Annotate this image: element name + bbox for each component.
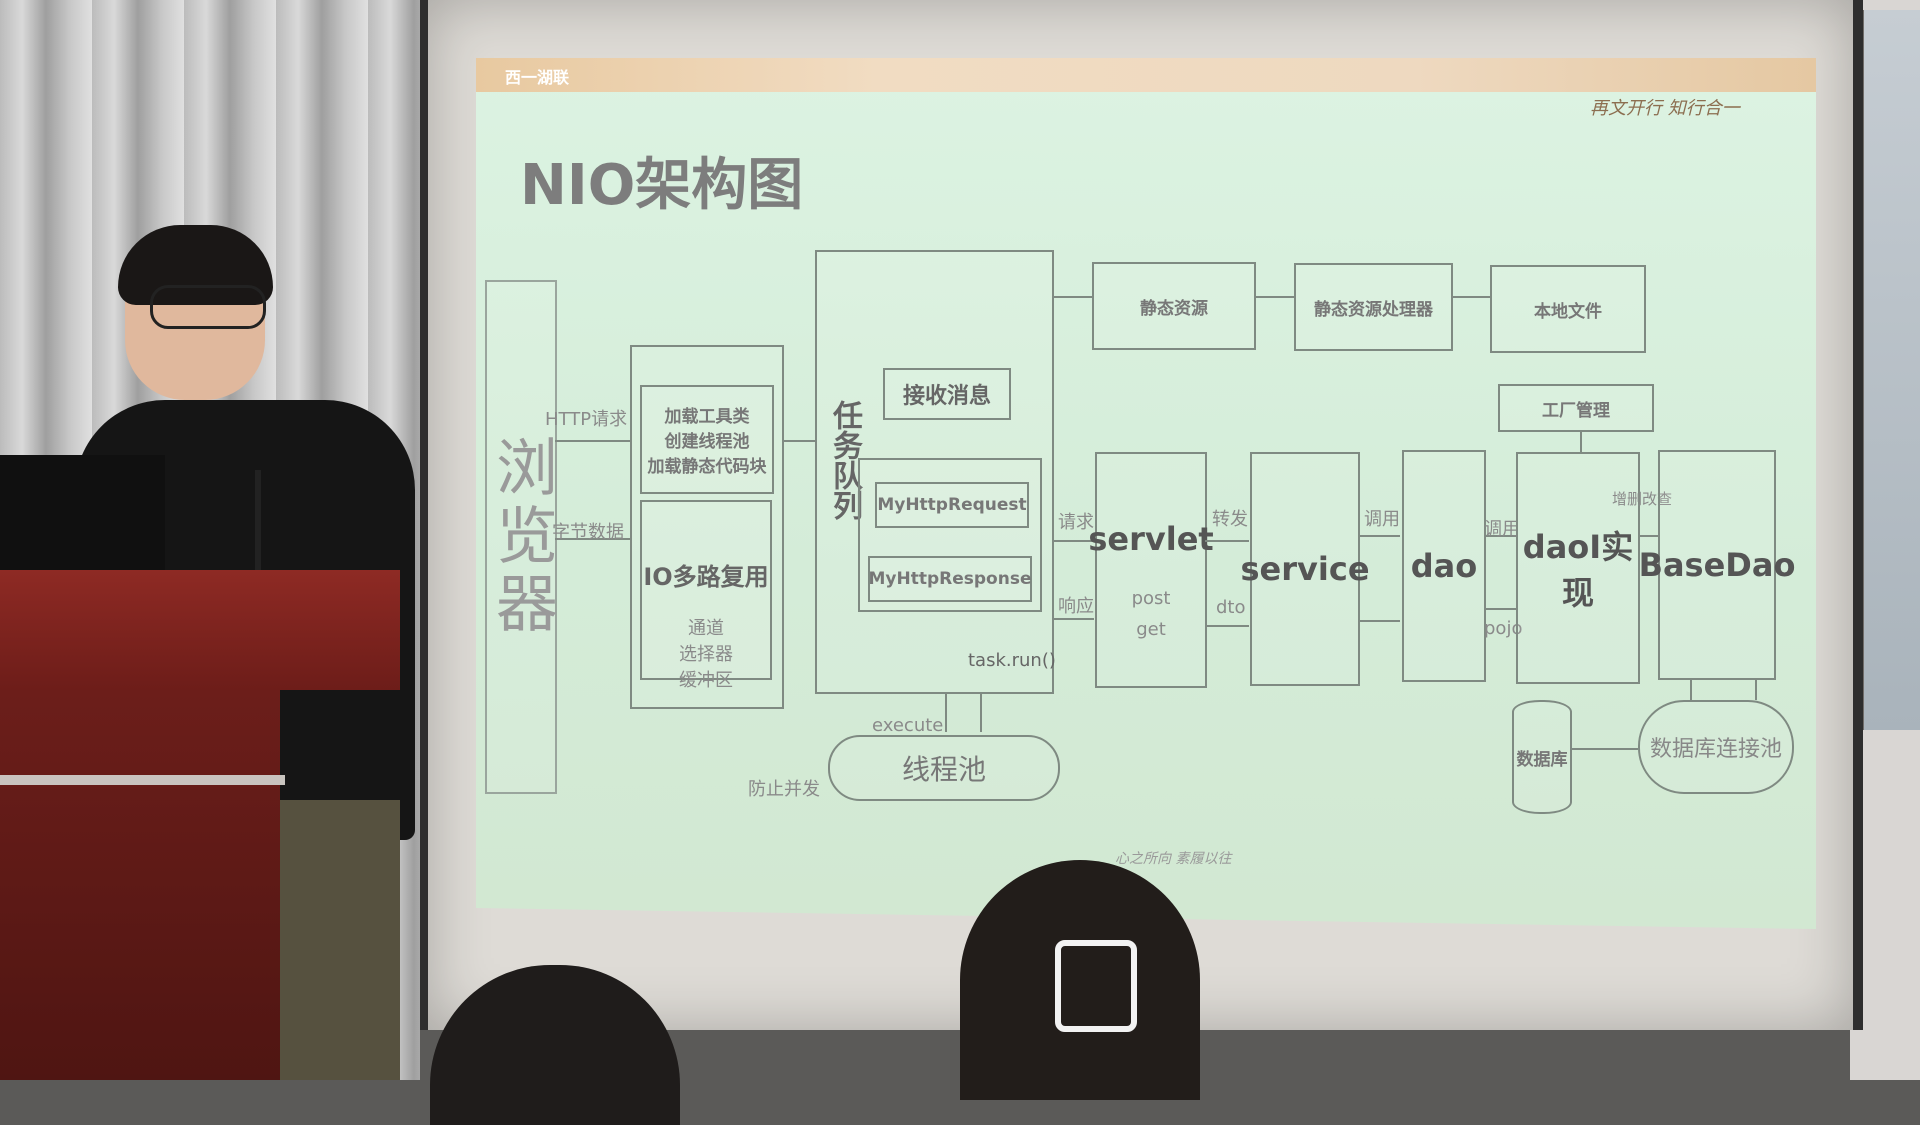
connection-pool-label: 数据库连接池: [1649, 737, 1782, 762]
factory-manage-box: 工厂管理: [1498, 384, 1654, 432]
servlet-method-post: post: [1131, 588, 1171, 609]
arrow-factory: [1580, 430, 1582, 452]
prevent-concurrency-label: 防止并发: [748, 779, 820, 800]
arrow-byte-data-label: 字节数据: [552, 522, 624, 543]
slide-footer-note: 心之所向 素履以往: [1115, 851, 1232, 867]
my-http-response-box: MyHttpResponse: [868, 556, 1032, 602]
podium-body: [0, 690, 280, 1080]
arrow-static-1: [1052, 296, 1092, 298]
slide-title: NIO架构图: [520, 153, 804, 218]
hair-clip: [1055, 940, 1137, 1032]
arrow-return: [980, 692, 982, 732]
arrow-pojo: [1484, 608, 1516, 610]
arrow-pool-up-1: [1690, 678, 1692, 700]
arrow-forward: [1205, 540, 1249, 542]
arrow-forward-label: 转发: [1212, 509, 1248, 530]
servlet-box: servlet post get: [1088, 452, 1214, 688]
io-mux-part-selector: 选择器: [679, 644, 733, 665]
init-line-3: 加载静态代码块: [647, 457, 767, 477]
service-box: service: [1240, 452, 1370, 686]
init-box: 加载工具类 创建线程池 加载静态代码块: [640, 385, 774, 494]
slide-header-bar: [476, 58, 1816, 92]
arrow-request-label: 请求: [1058, 512, 1094, 533]
my-http-request-box: MyHttpRequest: [875, 482, 1029, 528]
arrow-pool-to-db: [1570, 748, 1638, 750]
io-mux-box: IO多路复用 通道 选择器 缓冲区: [640, 500, 772, 691]
arrow-dto: [1205, 625, 1249, 627]
arrow-execute: [945, 692, 947, 732]
servlet-method-get: get: [1136, 619, 1166, 640]
slide-header-logo: 西一湖联: [505, 68, 570, 87]
task-run-label: task.run(): [968, 650, 1056, 671]
arrow-crud-label: 增删改查: [1612, 490, 1673, 508]
browser-box: 浏览器: [485, 280, 558, 794]
laptop: [0, 455, 165, 575]
arrow-byte-data: [555, 538, 630, 540]
arrow-response-label: 响应: [1058, 596, 1094, 617]
arrow-call-2: [1484, 535, 1516, 537]
microphone: [255, 470, 261, 580]
browser-label: 浏览器: [485, 435, 558, 639]
arrow-http-request-label: HTTP请求: [545, 409, 628, 430]
io-mux-part-buffer: 缓冲区: [679, 670, 733, 691]
static-handler-box: 静态资源处理器: [1294, 263, 1453, 351]
arrow-to-task-queue: [782, 440, 815, 442]
arrow-static-3: [1451, 296, 1490, 298]
receive-message-box: 接收消息: [883, 368, 1011, 420]
arrow-static-2: [1254, 296, 1294, 298]
arrow-back-service: [1358, 620, 1400, 622]
podium-stripe: [0, 775, 285, 785]
arrow-response: [1052, 618, 1094, 620]
arrow-pojo-label: pojo: [1484, 618, 1523, 639]
init-line-2: 创建线程池: [664, 432, 750, 452]
execute-label: execute: [872, 715, 944, 736]
init-line-1: 加载工具类: [664, 407, 750, 427]
arrow-pool-up-2: [1755, 678, 1757, 700]
basedao-box: BaseDao: [1639, 450, 1795, 680]
io-mux-part-channel: 通道: [688, 618, 724, 639]
slide-header-motto: 再文开行 知行合一: [1590, 98, 1740, 119]
arrow-dto-label: dto: [1216, 597, 1246, 618]
arrow-crud: [1638, 535, 1658, 537]
arrow-call-1: [1358, 535, 1400, 537]
task-queue-label: 任务队列: [827, 400, 862, 520]
dao-box: dao: [1402, 450, 1486, 682]
arrow-call-2-label: 调用: [1484, 519, 1520, 540]
task-queue-box: [815, 250, 1054, 694]
thread-pool-box: 线程池: [828, 735, 1060, 801]
window: [1858, 10, 1920, 730]
audience-head-right: [960, 860, 1200, 1100]
arrow-http-request: [555, 440, 630, 442]
thread-pool-label: 线程池: [901, 753, 986, 786]
dao-impl-box: daoI实现: [1516, 452, 1640, 684]
arrow-call-1-label: 调用: [1364, 509, 1400, 530]
arrow-request: [1052, 540, 1094, 542]
nio-server-box: [630, 345, 784, 709]
podium-top: [0, 570, 400, 690]
io-mux-label: IO多路复用: [643, 563, 769, 591]
presenter-glasses: [150, 285, 266, 329]
static-resource-box: 静态资源: [1092, 262, 1256, 350]
connection-pool-box: 数据库连接池: [1638, 700, 1794, 794]
local-file-box: 本地文件: [1490, 265, 1646, 353]
servlet-label: servlet: [1088, 520, 1214, 558]
database-cylinder: 数据库: [1512, 700, 1572, 814]
presenter-hair: [118, 225, 273, 305]
